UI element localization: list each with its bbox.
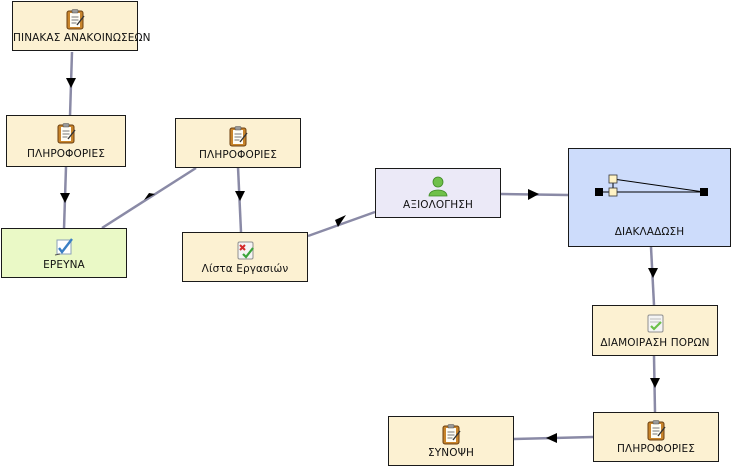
- arrowhead-n6-n7: [528, 189, 539, 200]
- arrowhead-n7-n8: [648, 268, 658, 278]
- edge-n3-n4: [101, 166, 197, 230]
- node-label: ΠΛΗΡΟΦΟΡΙΕΣ: [199, 149, 277, 161]
- clipboard-icon: [440, 423, 462, 445]
- node-label: Λίστα Εργασιών: [201, 263, 289, 275]
- clipboard-icon: [227, 125, 249, 147]
- arrowhead-n3-n4: [144, 193, 155, 200]
- arrowhead-n2-n3: [60, 193, 70, 203]
- task-list-icon: [234, 239, 256, 261]
- edge-n5-n6: [307, 210, 376, 238]
- pen-check-icon: [53, 235, 75, 257]
- node-label: ΑΞΙΟΛΟΓΗΣΗ: [403, 199, 473, 211]
- node-plirofories-1[interactable]: ΠΛΗΡΟΦΟΡΙΕΣ: [6, 115, 126, 167]
- node-plirofories-3[interactable]: ΠΛΗΡΟΦΟΡΙΕΣ: [593, 412, 719, 462]
- node-plirofories-2[interactable]: ΠΛΗΡΟΦΟΡΙΕΣ: [175, 118, 301, 168]
- node-erevna[interactable]: ΕΡΕΥΝΑ: [1, 228, 127, 278]
- arrowhead-n9-n10: [546, 433, 557, 443]
- node-label: ΠΛΗΡΟΦΟΡΙΕΣ: [617, 443, 695, 455]
- node-pinakas-anakoinoseon[interactable]: ΠΙΝΑΚΑΣ ΑΝΑΚΟΙΝΩΣΕΩΝ: [12, 1, 151, 51]
- node-diamoirasi-poron[interactable]: ΔΙΑΜΟΙΡΑΣΗ ΠΟΡΩΝ: [592, 305, 718, 356]
- node-synopsi[interactable]: ΣΥΝΟΨΗ: [388, 416, 514, 466]
- node-label: ΠΙΝΑΚΑΣ ΑΝΑΚΟΙΝΩΣΕΩΝ: [13, 32, 151, 44]
- share-resource-icon: [644, 312, 666, 334]
- user-icon: [427, 175, 449, 197]
- node-label: ΠΛΗΡΟΦΟΡΙΕΣ: [27, 148, 105, 160]
- clipboard-icon: [55, 122, 77, 144]
- node-axiologisi[interactable]: ΑΞΙΟΛΟΓΗΣΗ: [375, 168, 501, 218]
- clipboard-icon: [64, 8, 86, 30]
- node-label: ΔΙΑΚΛΑΔΩΣΗ: [614, 226, 685, 238]
- node-label: ΔΙΑΜΟΙΡΑΣΗ ΠΟΡΩΝ: [600, 337, 710, 349]
- node-lista-ergasion[interactable]: Λίστα Εργασιών: [182, 232, 308, 282]
- clipboard-icon: [645, 419, 667, 441]
- arrowhead-n5-n6: [335, 215, 346, 227]
- node-label: ΣΥΝΟΨΗ: [428, 447, 474, 459]
- branch-icon: [595, 174, 708, 197]
- arrowhead-n4-n5: [235, 191, 245, 201]
- node-label: ΕΡΕΥΝΑ: [43, 259, 85, 271]
- arrowhead-n8-n9: [650, 378, 660, 388]
- arrowhead-n1-n2: [66, 78, 76, 88]
- node-diakladosi[interactable]: ΔΙΑΚΛΑΔΩΣΗ: [568, 148, 731, 247]
